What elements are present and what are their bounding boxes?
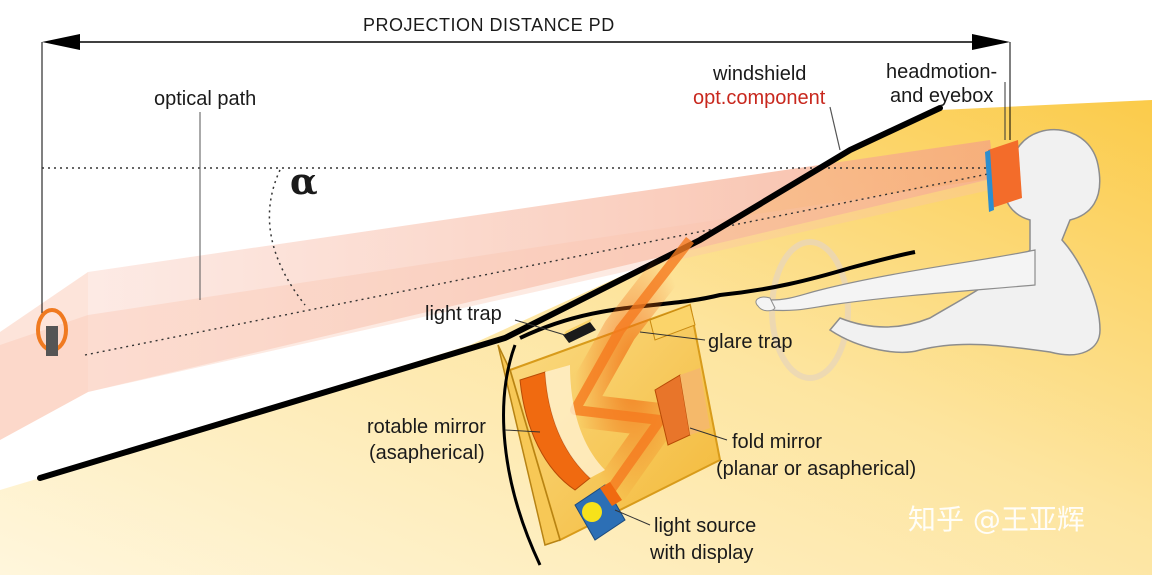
hud-housing-side [497,344,561,546]
alpha-label: α [290,161,318,203]
glare-trap-leader [639,331,706,341]
rotable-mirror-frame [545,365,605,478]
projection-distance-title: PROJECTION DISTANCE PD [363,15,615,35]
light-trap-top [563,318,593,335]
pd-arrow-right-head [972,34,1010,50]
opt-component-label: opt.component [693,87,826,109]
eyebox-label: and eyebox [890,85,994,107]
display-label: with display [650,542,754,564]
light-trap-label: light trap [425,303,502,325]
eyebox [988,140,1022,208]
optical-axis-line [84,171,999,356]
light-trap [563,322,596,343]
windshield-label: windshield [713,63,807,85]
glare-trap-label: glare trap [708,331,793,353]
light-source-leader [614,509,651,526]
virtual-image-figure [46,326,58,356]
rotable-mirror-label: rotable mirror [367,416,486,438]
rotable-mirror-leader [504,429,541,433]
fold-mirror-leader [689,427,728,441]
dashboard-top-line [519,250,916,340]
light-beam-core [570,236,694,508]
optical-path-beam [88,140,995,392]
watermark: 知乎 @王亚辉 [908,503,1085,536]
alpha-arc [268,169,306,306]
light-source-display [582,502,602,522]
rotable-mirror-type-label: (asapherical) [369,442,485,464]
light-source-label: light source [654,515,757,537]
windshield [37,105,943,481]
eyebox-frame [985,150,994,212]
light-source-top [600,482,622,506]
headmotion-label: headmotion- [886,61,998,83]
fold-mirror-type-label: (planar or asapherical) [716,458,917,480]
fold-mirror-back [680,368,710,435]
fold-mirror-label: fold mirror [732,431,823,453]
driver-hand [755,296,776,312]
hud-housing-outline [502,344,542,566]
light-trap-leader [514,319,566,336]
pd-arrow-left-head [42,34,80,50]
optical-path-beam-lower [0,178,995,440]
optical-path-label: optical path [154,88,257,110]
windshield-leader [829,106,841,151]
virtual-image-plane [0,272,88,440]
